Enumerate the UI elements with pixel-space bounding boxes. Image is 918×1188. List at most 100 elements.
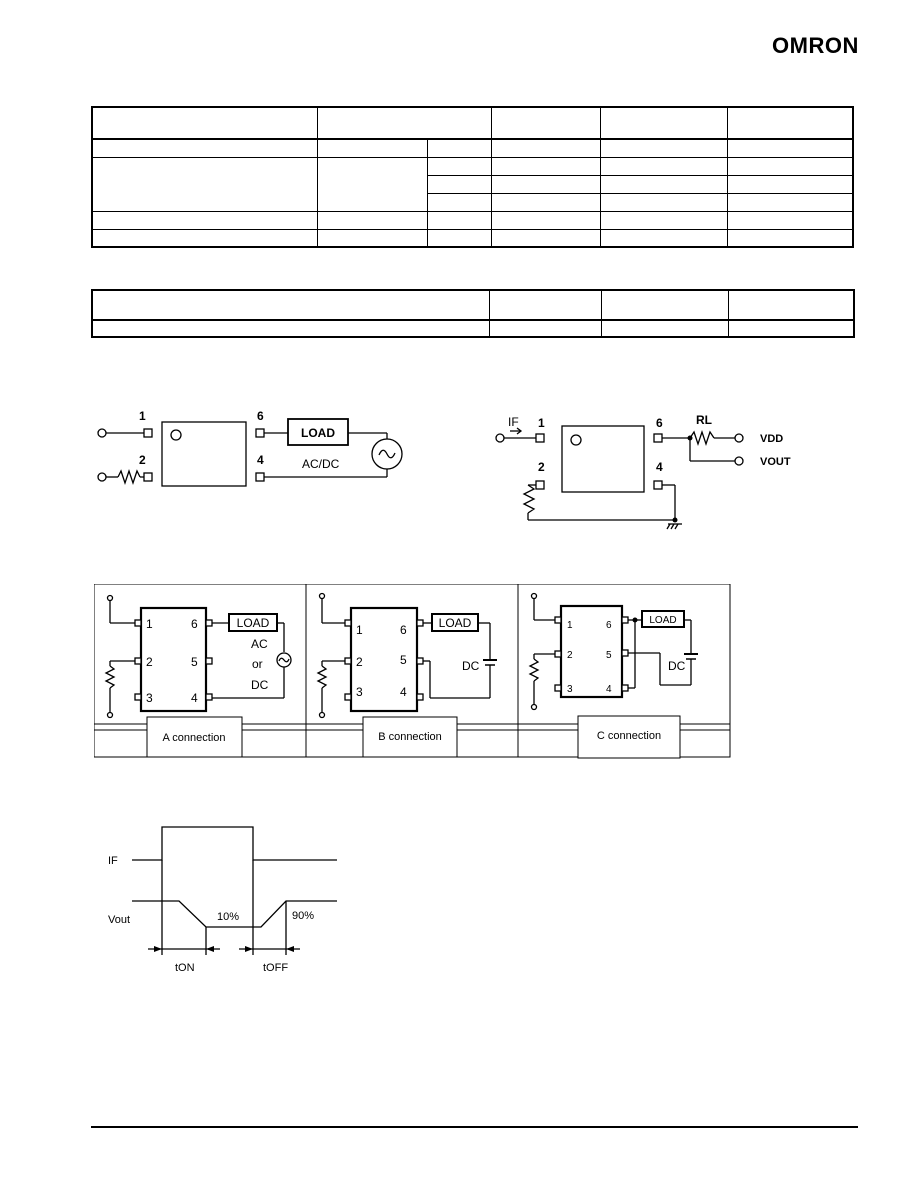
vout-label: Vout xyxy=(108,914,130,926)
table-cell xyxy=(489,289,603,321)
ac-dc-label: AC/DC xyxy=(302,457,340,471)
ratings-table xyxy=(91,106,854,248)
table-cell xyxy=(316,156,429,212)
pin-label: 4 xyxy=(400,685,407,699)
dc-label: DC xyxy=(251,678,269,692)
pin-label: 2 xyxy=(146,655,153,669)
rl-label: RL xyxy=(696,413,712,427)
dc-label: DC xyxy=(462,659,480,673)
a-connection-caption: A connection xyxy=(163,732,226,744)
table-cell xyxy=(490,106,602,140)
table-cell xyxy=(490,210,602,230)
table-cell xyxy=(728,289,855,321)
table-cell xyxy=(600,210,728,230)
table-cell xyxy=(91,228,318,248)
table-cell xyxy=(726,156,854,176)
table-cell xyxy=(427,138,492,158)
toff-label: tOFF xyxy=(263,962,288,974)
table-cell xyxy=(490,138,602,158)
if-label: IF xyxy=(108,855,118,867)
vdd-label: VDD xyxy=(760,433,783,445)
load-label: LOAD xyxy=(439,616,472,630)
a-connection-diagram: 1 2 3 4 5 6 LOAD AC or DC xyxy=(104,594,292,719)
pin-label: 5 xyxy=(400,653,407,667)
characteristics-table xyxy=(91,289,855,338)
c-connection-diagram: 1 2 3 4 5 6 LOAD DC xyxy=(528,592,698,711)
pin-label: 5 xyxy=(606,650,612,661)
pin-4-label: 4 xyxy=(257,453,264,467)
table-cell xyxy=(316,210,429,230)
table-cell xyxy=(600,192,728,212)
pin-label: 3 xyxy=(567,684,573,695)
table-cell xyxy=(91,106,318,140)
pin-6-label: 6 xyxy=(257,409,264,423)
or-label: or xyxy=(252,657,263,671)
table-cell xyxy=(726,210,854,230)
table-cell xyxy=(91,319,491,338)
table-cell xyxy=(427,228,492,248)
table-cell xyxy=(600,174,728,194)
table-cell xyxy=(427,156,492,176)
table-cell xyxy=(600,138,728,158)
pin-label: 6 xyxy=(191,617,198,631)
table-cell xyxy=(427,210,492,230)
pin-1-label: 1 xyxy=(139,409,146,423)
table-cell xyxy=(601,289,730,321)
b-connection-caption: B connection xyxy=(378,731,442,743)
pin-label: 2 xyxy=(356,655,363,669)
pin-2-label: 2 xyxy=(538,460,545,474)
pin-label: 1 xyxy=(356,623,363,637)
pin-label: 4 xyxy=(606,684,612,695)
connection-diagrams: 1 2 3 4 5 6 LOAD AC or DC xyxy=(94,584,731,759)
dc-label: DC xyxy=(668,659,686,673)
table-cell xyxy=(91,156,318,212)
table-cell xyxy=(91,289,491,321)
table-cell xyxy=(601,319,730,338)
pin-4-label: 4 xyxy=(656,460,663,474)
table-cell xyxy=(726,106,854,140)
table-cell xyxy=(726,192,854,212)
load-label: LOAD xyxy=(301,426,335,440)
c-connection-caption: C connection xyxy=(597,730,661,742)
omron-logo: OMRON xyxy=(772,33,859,58)
table-cell xyxy=(91,138,318,158)
pin-label: 5 xyxy=(191,655,198,669)
b-connection-diagram: 1 2 3 4 5 6 LOAD DC xyxy=(316,592,497,719)
load-label: LOAD xyxy=(649,615,676,626)
table-cell xyxy=(490,156,602,176)
pin-label: 6 xyxy=(400,623,407,637)
table-cell xyxy=(427,174,492,194)
table-cell xyxy=(600,106,728,140)
pin-2-label: 2 xyxy=(139,453,146,467)
test-circuit-1: 1 2 6 4 LOAD AC/DC xyxy=(97,409,403,487)
load-label: LOAD xyxy=(237,616,270,630)
pin-1-label: 1 xyxy=(538,416,545,430)
if-label: IF xyxy=(508,415,519,429)
vout-label: VOUT xyxy=(760,456,791,468)
table-cell xyxy=(600,156,728,176)
pin-label: 3 xyxy=(356,685,363,699)
footer-rule xyxy=(91,1126,858,1128)
switching-time-diagram: IF Vout 10% 90% tON tOFF xyxy=(96,808,364,981)
table-cell xyxy=(726,228,854,248)
table-cell xyxy=(490,228,602,248)
table-cell xyxy=(427,192,492,212)
table-cell xyxy=(316,106,492,140)
table-cell xyxy=(600,228,728,248)
table-cell xyxy=(489,319,603,338)
test-circuit-2: IF 1 2 6 4 RL VDD VOUT xyxy=(495,413,791,530)
ac-label: AC xyxy=(251,637,268,651)
table-cell xyxy=(726,138,854,158)
pct90-label: 90% xyxy=(292,910,314,922)
table-cell xyxy=(726,174,854,194)
pin-label: 4 xyxy=(191,691,198,705)
pin-label: 1 xyxy=(146,617,153,631)
table-cell xyxy=(490,174,602,194)
table-cell xyxy=(490,192,602,212)
pin-label: 3 xyxy=(146,691,153,705)
pin-6-label: 6 xyxy=(656,416,663,430)
pin-label: 2 xyxy=(567,650,573,661)
pin-label: 6 xyxy=(606,620,612,631)
table-cell xyxy=(316,138,429,158)
table-cell xyxy=(91,210,318,230)
